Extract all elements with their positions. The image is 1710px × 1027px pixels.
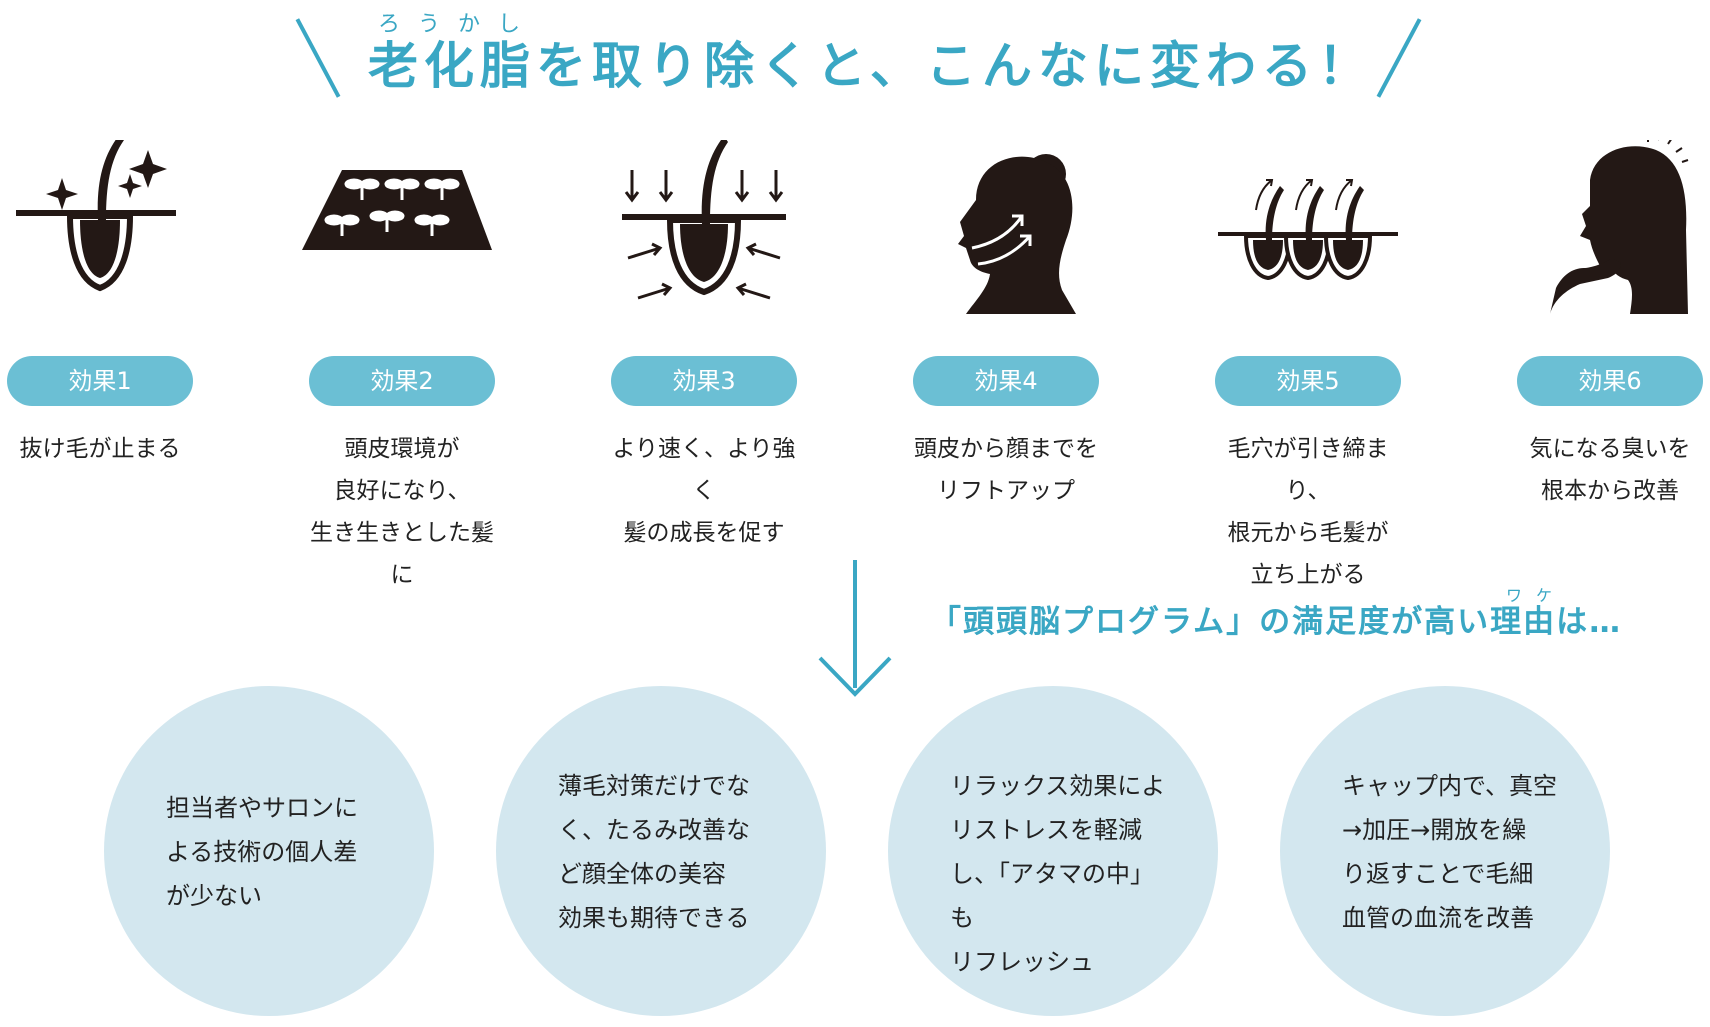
effect-badge: 効果4: [913, 356, 1099, 406]
headline-ruby: ろうかし: [378, 12, 539, 37]
effect-4: 効果4 頭皮から顔までを リフトアップ: [906, 140, 1106, 512]
face-lift-profile-icon: [906, 140, 1106, 330]
effect-1: 効果1 抜け毛が止まる: [0, 134, 200, 470]
down-arrow-icon: [810, 560, 900, 700]
reason-circle-4: キャップ内で、真空 →加圧→開放を繰 り返すことで毛細 血管の血流を改善: [1280, 686, 1610, 1016]
effect-badge: 効果2: [309, 356, 495, 406]
person-smelling-icon: [1510, 133, 1710, 330]
effect-desc: より速く、より強く 髪の成長を促す: [612, 436, 796, 546]
headline-title: 老化脂を取り除くと、こんなに変わる！: [368, 37, 1374, 95]
effect-desc: 頭皮から顔までを リフトアップ: [914, 436, 1098, 504]
three-follicles-rising-icon: [1208, 140, 1408, 330]
hair-follicle-pressure-icon: [604, 136, 804, 330]
reason-circle-3: リラックス効果によ リストレスを軽減 し、「アタマの中」も リフレッシュ: [888, 686, 1218, 1016]
reason-circle-1: 担当者やサロンに よる技術の個人差 が少ない: [104, 686, 434, 1016]
effect-desc: 気になる臭いを 根本から改善: [1529, 436, 1691, 504]
effect-3: 効果3 より速く、より強く 髪の成長を促す: [604, 136, 804, 554]
scalp-sprouts-icon: [302, 140, 502, 330]
effect-2: 効果2 頭皮環境が 良好になり、 生き生きとした髪に: [302, 140, 502, 596]
reason-circle-text: 薄毛対策だけでな く、たるみ改善な ど顔全体の美容 効果も期待できる: [558, 772, 750, 932]
reason-heading: 「頭頭脳プログラム」の満足度が高い理由は…: [930, 604, 1623, 640]
effect-badge: 効果3: [611, 356, 797, 406]
effect-badge: 効果1: [7, 356, 193, 406]
reason-circle-text: キャップ内で、真空 →加圧→開放を繰 り返すことで毛細 血管の血流を改善: [1342, 772, 1558, 932]
effect-badge: 効果5: [1215, 356, 1401, 406]
headline: ろうかし 老化脂を取り除くと、こんなに変わる！: [0, 0, 1710, 100]
headline-left-slash: [295, 18, 341, 98]
reason-ruby: ワケ: [1506, 586, 1567, 605]
reason-circle-text: リラックス効果によ リストレスを軽減 し、「アタマの中」も リフレッシュ: [950, 772, 1166, 976]
effect-6: 効果6 気になる臭いを 根本から改善: [1510, 133, 1710, 512]
headline-right-slash: [1376, 18, 1422, 98]
effect-5: 効果5 毛穴が引き締まり、 根元から毛髪が 立ち上がる: [1208, 140, 1408, 596]
effect-desc: 抜け毛が止まる: [19, 436, 181, 462]
reason-circle-2: 薄毛対策だけでな く、たるみ改善な ど顔全体の美容 効果も期待できる: [496, 686, 826, 1016]
effect-desc: 頭皮環境が 良好になり、 生き生きとした髪に: [310, 436, 494, 588]
reason-circle-text: 担当者やサロンに よる技術の個人差 が少ない: [166, 794, 358, 910]
effect-badge: 効果6: [1517, 356, 1703, 406]
hair-follicle-sparkle-icon: [0, 134, 200, 330]
effect-desc: 毛穴が引き締まり、 根元から毛髪が 立ち上がる: [1227, 436, 1389, 588]
